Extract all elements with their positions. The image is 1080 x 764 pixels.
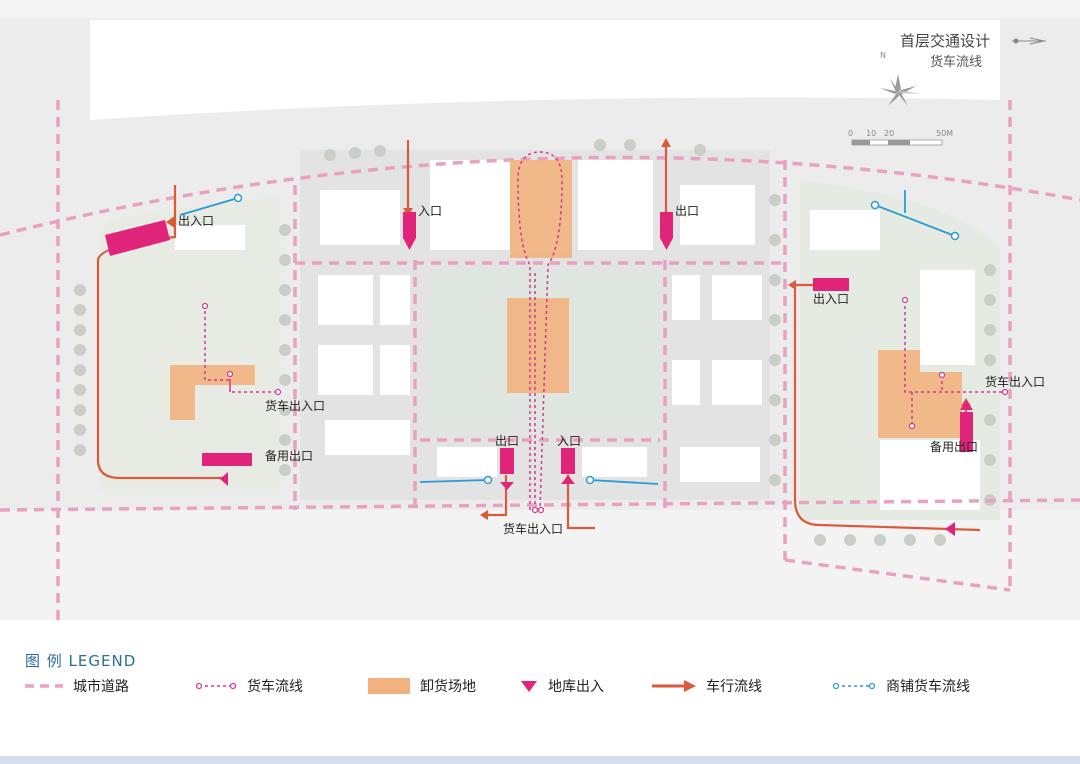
city-road-icon	[25, 684, 63, 688]
compass-icon	[880, 74, 922, 106]
legend-item-unloading: 卸货场地	[368, 676, 476, 696]
legend-label: 车行流线	[706, 679, 762, 695]
shop-truck-flows	[179, 190, 956, 485]
legend-item-garage: 地库出入	[520, 676, 604, 696]
legend-item-shop-truck: 商铺货车流线	[832, 676, 970, 696]
label-east-truck: 货车出入口	[985, 374, 1045, 389]
shop-truck-nodes	[233, 193, 960, 485]
garage-triangle-icon	[521, 681, 537, 692]
legend-item-vehicle-flow: 车行流线	[652, 676, 762, 696]
legend-label: 城市道路	[73, 679, 129, 695]
label-east-entry: 出入口	[813, 292, 849, 306]
scale-tick-50: 50M	[936, 129, 953, 138]
legend-label: 卸货场地	[420, 679, 476, 695]
scale-bar	[851, 139, 943, 146]
top-band	[0, 0, 1080, 18]
legend: 图 例 LEGEND 城市道路 货车流线 卸货场地	[0, 620, 1080, 764]
scale-tick-0: 0	[848, 129, 853, 138]
label-west-entry: 出入口	[178, 214, 214, 228]
scale-tick-10: 10	[866, 129, 876, 138]
label-south-entry: 入口	[557, 434, 581, 448]
site-map: N 0 10 20 50M 出入口 入口 出口 出入口 货车出入口 备用出口 出…	[0, 0, 1080, 620]
label-north-exit: 出口	[675, 204, 699, 218]
label-north-entry: 入口	[418, 204, 442, 218]
page-title: 首层交通设计	[900, 32, 991, 50]
label-south-truck: 货车出入口	[503, 521, 563, 536]
city-roads	[0, 100, 1080, 620]
river-band	[90, 20, 1000, 120]
bottom-band	[0, 756, 1080, 764]
legend-label: 商铺货车流线	[886, 679, 970, 695]
north-label: N	[880, 51, 886, 60]
shop-truck-flow-icon	[832, 682, 876, 690]
vehicle-arrow-icon	[652, 680, 696, 692]
truck-flow-nodes	[201, 296, 1009, 514]
unloading-area-icon	[368, 678, 410, 694]
unloading-areas	[170, 160, 962, 438]
legend-label: 地库出入	[548, 679, 604, 695]
legend-item-truck-flow: 货车流线	[195, 676, 303, 696]
legend-label: 货车流线	[247, 679, 303, 695]
scale-tick-20: 20	[884, 129, 894, 138]
garage-ramps	[105, 212, 973, 536]
title-mark-icon	[1012, 37, 1046, 45]
label-east-backup: 备用出口	[930, 440, 978, 454]
label-south-exit: 出口	[495, 434, 519, 448]
label-west-backup: 备用出口	[265, 449, 313, 463]
legend-item-city-road: 城市道路	[25, 676, 129, 696]
label-west-truck: 货车出入口	[265, 398, 325, 413]
legend-title: 图 例 LEGEND	[25, 652, 137, 670]
tree-rows	[74, 139, 996, 546]
truck-flow-icon	[195, 682, 237, 690]
west-plot	[100, 195, 280, 490]
page-subtitle: 货车流线	[930, 55, 983, 70]
